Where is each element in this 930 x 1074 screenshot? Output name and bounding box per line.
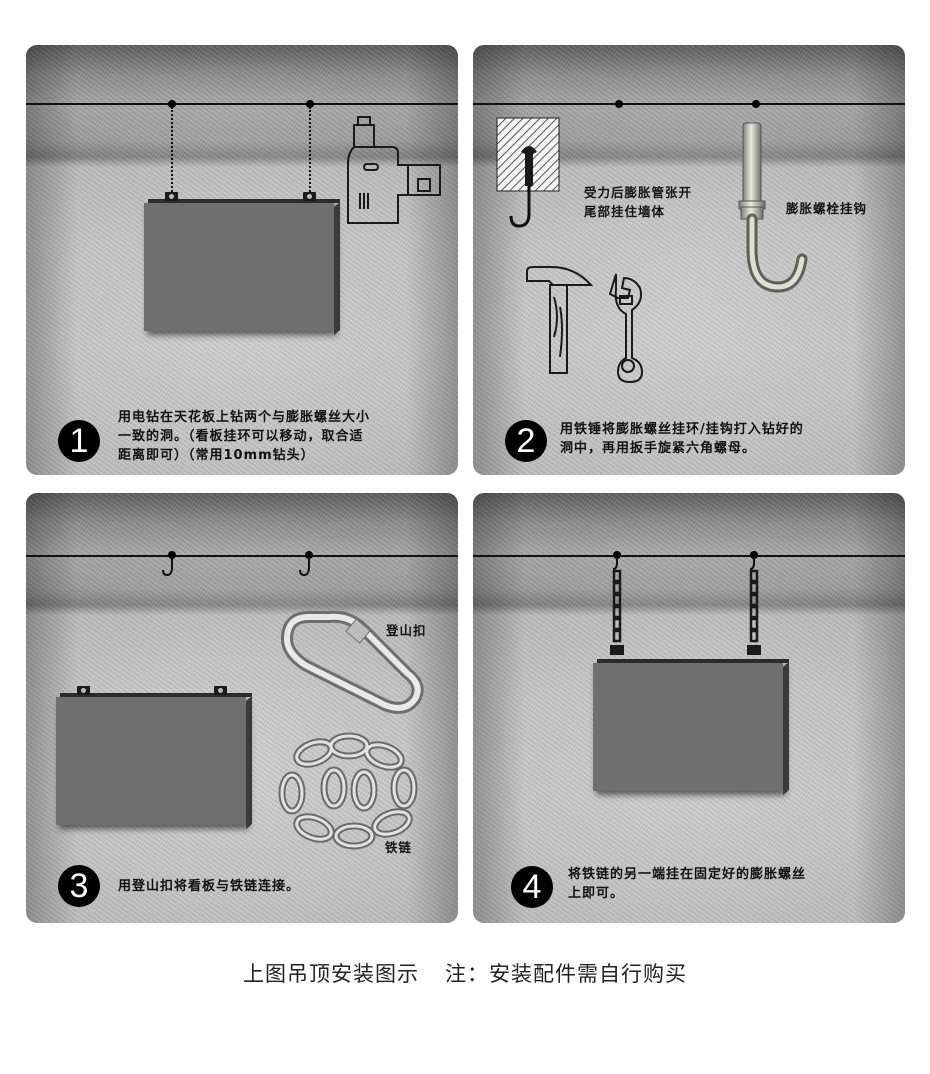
instruction-line: 上即可。 bbox=[568, 886, 625, 901]
caption-note: 注：安装配件需自行购买 bbox=[445, 962, 687, 986]
anchor-point bbox=[306, 100, 314, 108]
hanging-chain-icon bbox=[610, 551, 624, 655]
instruction-line: 用登山扣将看板与铁链连接。 bbox=[118, 879, 301, 894]
instruction-line: 用铁锤将膨胀螺丝挂环/挂钩打入钻好的 bbox=[560, 422, 804, 437]
wall-cross-section-icon bbox=[496, 117, 560, 228]
expansion-note: 受力后膨胀管张开 尾部挂住墙体 bbox=[584, 183, 692, 221]
wrench-icon bbox=[608, 273, 644, 384]
step-panel-3: 登山扣 bbox=[26, 493, 458, 923]
anchor-point bbox=[752, 100, 760, 108]
instruction-line: 洞中，再用扳手旋紧六角螺母。 bbox=[560, 441, 757, 456]
instruction-line: 距离即可）（常用10mm钻头） bbox=[118, 448, 315, 463]
ceiling-rail bbox=[473, 103, 905, 105]
carabiner-icon bbox=[280, 610, 424, 714]
ceiling-rail bbox=[26, 103, 458, 105]
ceiling-rail bbox=[473, 555, 905, 557]
hook-bolt-label: 膨胀螺栓挂钩 bbox=[786, 201, 868, 216]
anchor-point bbox=[615, 100, 623, 108]
step-panel-2: 受力后膨胀管张开 尾部挂住墙体 膨胀螺栓挂钩 bbox=[473, 45, 905, 475]
hanging-chain-icon bbox=[747, 551, 761, 655]
step-panel-1: 1 用电钻在天花板上钻两个与膨胀螺丝大小 一致的洞。（看板挂环可以移动，取合适 … bbox=[26, 45, 458, 475]
label-line: 受力后膨胀管张开 bbox=[584, 185, 693, 200]
step-number-badge: 2 bbox=[505, 420, 547, 462]
step-instruction: 将铁链的另一端挂在固定好的膨胀螺丝 上即可。 bbox=[568, 865, 888, 903]
step-number-badge: 4 bbox=[511, 866, 553, 908]
chain-icon bbox=[278, 732, 418, 850]
ceiling-hook-icon bbox=[162, 551, 176, 577]
label-line: 尾部挂住墙体 bbox=[584, 204, 666, 219]
hanging-tab bbox=[165, 192, 178, 201]
instruction-line: 将铁链的另一端挂在固定好的膨胀螺丝 bbox=[568, 867, 807, 882]
drill-guide-line bbox=[171, 107, 173, 195]
anchor-point bbox=[168, 100, 176, 108]
ceiling-hook-icon bbox=[299, 551, 313, 577]
hammer-icon bbox=[526, 266, 594, 374]
carabiner-label: 登山扣 bbox=[386, 623, 427, 638]
step-number-badge: 1 bbox=[58, 420, 100, 462]
hanging-tab bbox=[214, 686, 227, 695]
sign-board bbox=[56, 693, 252, 829]
hanging-tab bbox=[77, 686, 90, 695]
installation-caption: 上图吊顶安装图示 注：安装配件需自行购买 bbox=[0, 958, 930, 988]
sign-board bbox=[593, 659, 789, 795]
step-number-badge: 3 bbox=[58, 865, 100, 907]
drill-guide-line bbox=[309, 107, 311, 195]
sign-board bbox=[144, 199, 340, 335]
hanging-tab bbox=[303, 192, 316, 201]
step-instruction: 用铁锤将膨胀螺丝挂环/挂钩打入钻好的 洞中，再用扳手旋紧六角螺母。 bbox=[560, 420, 890, 458]
electric-drill-icon bbox=[347, 116, 441, 224]
step-panel-4: 4 将铁链的另一端挂在固定好的膨胀螺丝 上即可。 bbox=[473, 493, 905, 923]
step-instruction: 用登山扣将看板与铁链连接。 bbox=[118, 877, 448, 896]
chain-label: 铁链 bbox=[385, 840, 413, 855]
expansion-hook-bolt bbox=[738, 122, 808, 293]
instruction-line: 一致的洞。（看板挂环可以移动，取合适 bbox=[118, 429, 364, 444]
caption-title: 上图吊顶安装图示 bbox=[243, 962, 419, 986]
instruction-line: 用电钻在天花板上钻两个与膨胀螺丝大小 bbox=[118, 410, 371, 425]
step-instruction: 用电钻在天花板上钻两个与膨胀螺丝大小 一致的洞。（看板挂环可以移动，取合适 距离… bbox=[118, 408, 448, 465]
ceiling-rail bbox=[26, 555, 458, 557]
